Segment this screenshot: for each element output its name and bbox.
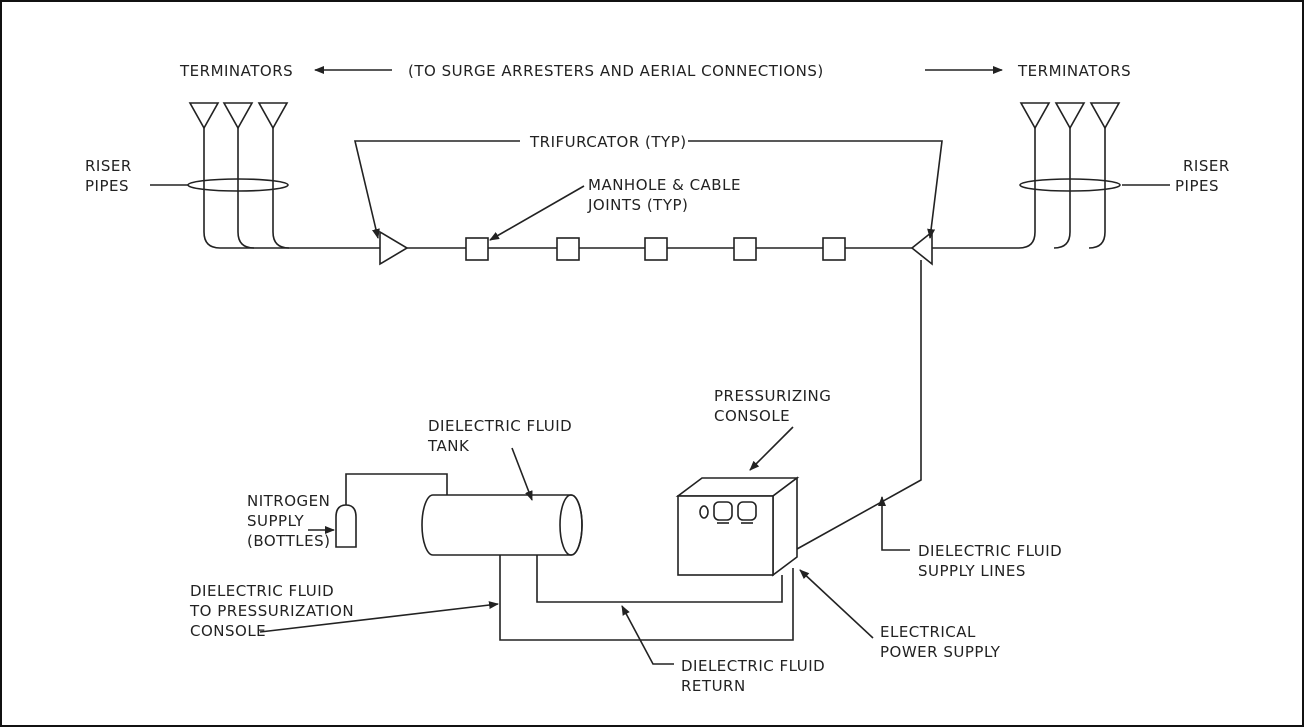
terminators-right-label: TERMINATORS (1017, 62, 1131, 80)
riser-pipes-left (187, 128, 380, 249)
manholes (465, 237, 846, 261)
dielectric-tank-label-2: TANK (427, 437, 470, 455)
fluid-return-label-2: RETURN (681, 677, 746, 695)
riser-pipes-right-label-2: PIPES (1175, 177, 1219, 195)
riser-pipes-right-label: RISER (1183, 157, 1230, 175)
fluid-to-console-label: DIELECTRIC FLUID (190, 582, 334, 600)
electrical-power-label-2: POWER SUPPLY (880, 643, 1001, 661)
riser-pipes-right (932, 128, 1121, 249)
dielectric-tank-label: DIELECTRIC FLUID (428, 417, 572, 435)
trifurcator-right (910, 230, 933, 266)
electrical-power-label: ELECTRICAL (880, 623, 976, 641)
nitrogen-bottle (335, 494, 357, 548)
manhole-label: MANHOLE & CABLE (588, 176, 741, 194)
fluid-supply-lines-label: DIELECTRIC FLUID (918, 542, 1062, 560)
nitrogen-supply-label: NITROGEN (247, 492, 330, 510)
trifurcator-left (379, 230, 409, 266)
pressurizing-console (675, 476, 800, 577)
aerial-connections-label: (TO SURGE ARRESTERS AND AERIAL CONNECTIO… (408, 62, 824, 80)
riser-pipes-left-label: RISER (85, 157, 132, 175)
manhole-label-2: JOINTS (TYP) (587, 196, 688, 214)
fluid-supply-line (796, 260, 922, 550)
pressurizing-console-label: PRESSURIZING (714, 387, 831, 405)
nitrogen-supply-label-3: (BOTTLES) (247, 532, 330, 550)
riser-pipes-left-label-2: PIPES (85, 177, 129, 195)
fluid-return-pipe (536, 555, 783, 603)
pressurizing-console-label-2: CONSOLE (714, 407, 790, 425)
trifurcator-label: TRIFURCATOR (TYP) (529, 133, 687, 151)
fluid-return-label: DIELECTRIC FLUID (681, 657, 825, 675)
fluid-to-console-label-2: TO PRESSURIZATION (189, 602, 354, 620)
nitrogen-line (345, 473, 448, 495)
terminators-left-label: TERMINATORS (179, 62, 293, 80)
fluid-to-console-label-3: CONSOLE (190, 622, 266, 640)
nitrogen-supply-label-2: SUPPLY (247, 512, 304, 530)
terminators-left (188, 102, 289, 130)
fluid-supply-lines-label-2: SUPPLY LINES (918, 562, 1026, 580)
fluid-to-console-pipe (499, 555, 794, 641)
dielectric-fluid-tank (421, 494, 583, 556)
terminators-right (1019, 102, 1121, 130)
